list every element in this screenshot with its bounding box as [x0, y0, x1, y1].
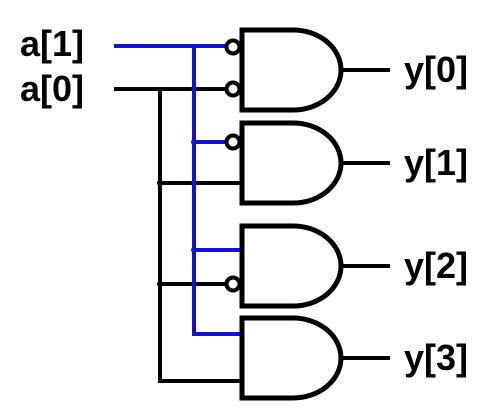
- invert-bubble: [224, 133, 242, 151]
- a0-bus: [158, 87, 244, 383]
- a1-junction-1: [191, 139, 197, 145]
- a0-wire-network: [114, 87, 244, 383]
- output-label-y0: y[0]: [404, 49, 468, 90]
- invert-bubble: [224, 275, 242, 293]
- output-label-y1: y[1]: [404, 142, 468, 183]
- a0-junction-2: [157, 281, 163, 287]
- invert-bubble: [224, 80, 242, 98]
- and-gate-y1: [224, 120, 390, 206]
- and-gate-y0: [224, 27, 390, 113]
- and-gate-y2: [224, 223, 390, 309]
- output-label-y2: y[2]: [404, 245, 468, 286]
- input-label-a0: a[0]: [20, 68, 84, 109]
- input-label-a1: a[1]: [20, 23, 84, 64]
- output-label-y3: y[3]: [404, 337, 468, 378]
- a1-junction-2: [191, 247, 197, 253]
- and-gate-y3: [239, 315, 390, 401]
- invert-bubble: [224, 38, 242, 56]
- a0-junction-1: [157, 180, 163, 186]
